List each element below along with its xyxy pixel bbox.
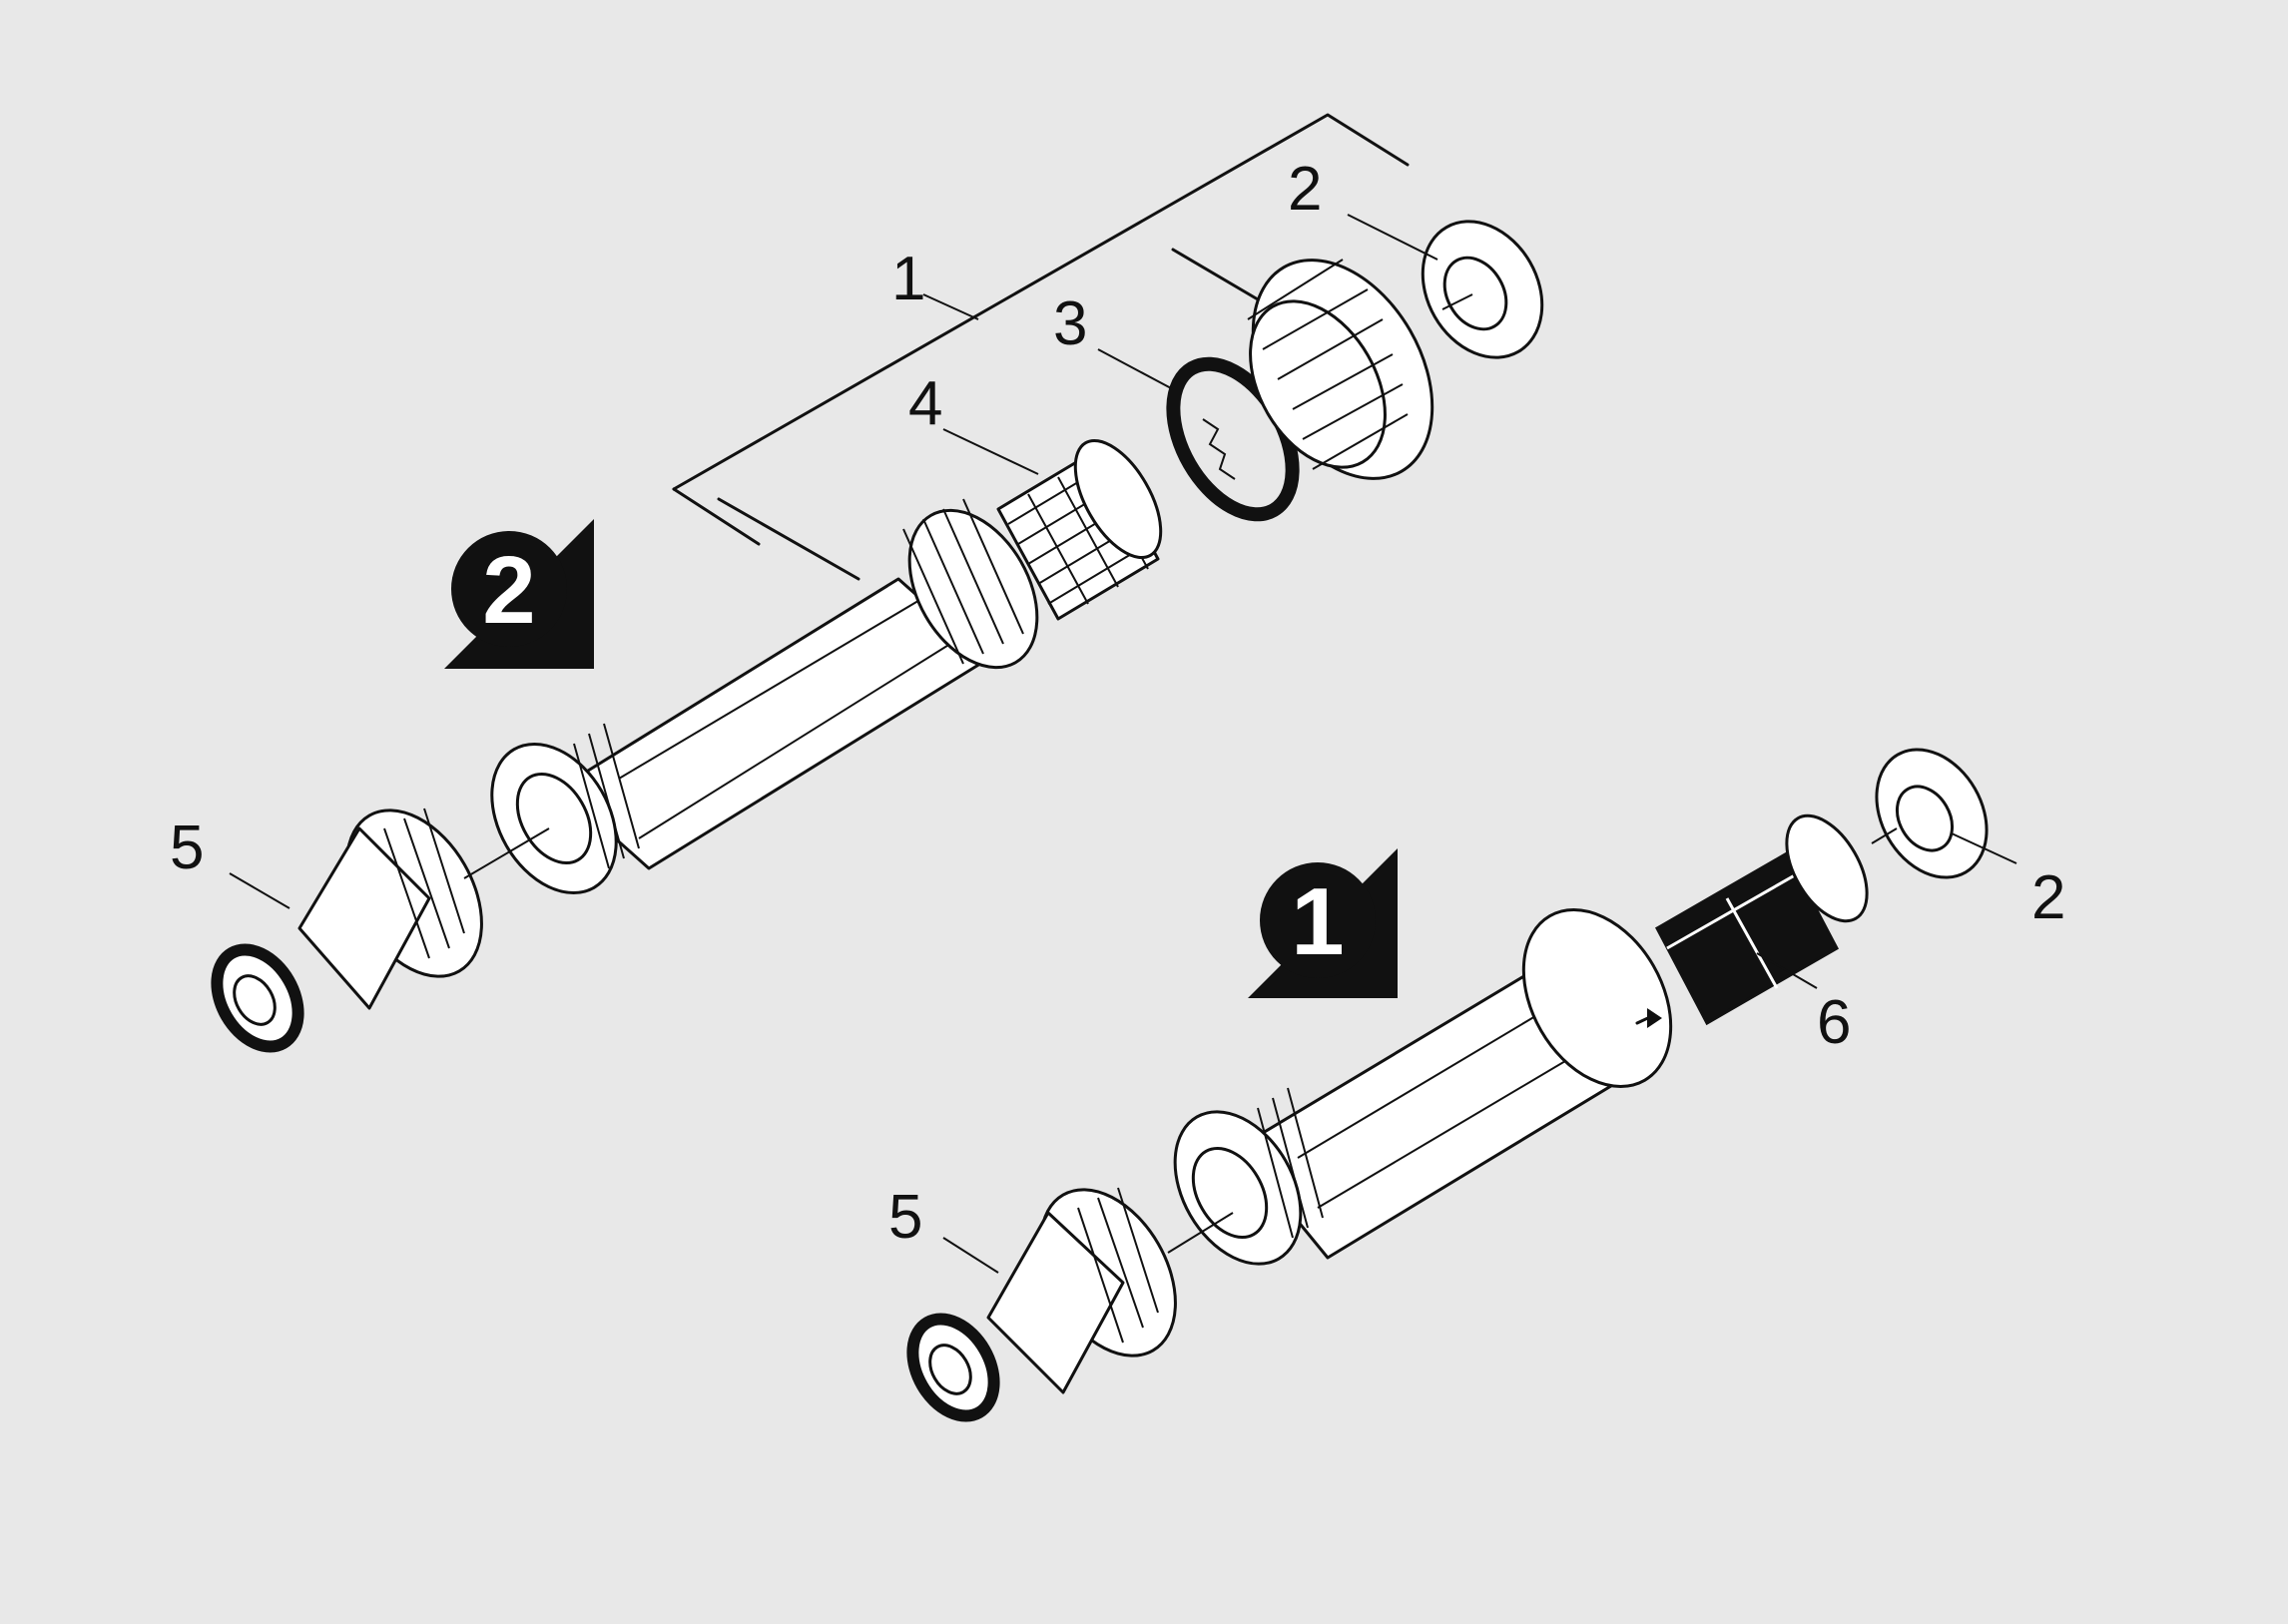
axis-line-washer-bottom (1871, 827, 1898, 844)
badge-variant-2: 2 (444, 519, 594, 669)
coupling-bottom-part (906, 1187, 1177, 1422)
axis-line-bottom (1167, 1212, 1234, 1254)
label-washer-top: 2 (1288, 155, 1322, 224)
leader-lines (229, 214, 2017, 1274)
label-washer-bottom: 2 (2031, 863, 2065, 932)
badge-variant-1: 1 (1248, 848, 1398, 998)
label-cartridge: 6 (1817, 988, 1851, 1057)
filter-housing-tube-bottom (1173, 908, 1673, 1266)
axis-line-washer-top (1441, 293, 1473, 310)
axis-line-top (463, 827, 550, 879)
washer-bottom-part (1875, 748, 1989, 879)
label-coupling-top: 5 (170, 813, 204, 882)
label-mesh-filter: 4 (908, 369, 942, 438)
label-o-ring: 3 (1053, 289, 1087, 358)
badge-variant-1-text: 1 (1291, 868, 1344, 975)
label-coupling-bottom: 5 (888, 1183, 922, 1252)
cartridge-part (1655, 813, 1869, 1026)
mesh-filter-part (996, 438, 1163, 621)
union-nut-part (1247, 259, 1434, 480)
badge-variant-2-text: 2 (482, 537, 535, 644)
label-assembly: 1 (891, 245, 925, 313)
coupling-top-part (211, 808, 483, 1053)
washer-top-part (1421, 220, 1544, 359)
filter-housing-tube-top (490, 498, 1039, 895)
assembly-bracket (672, 113, 1410, 581)
